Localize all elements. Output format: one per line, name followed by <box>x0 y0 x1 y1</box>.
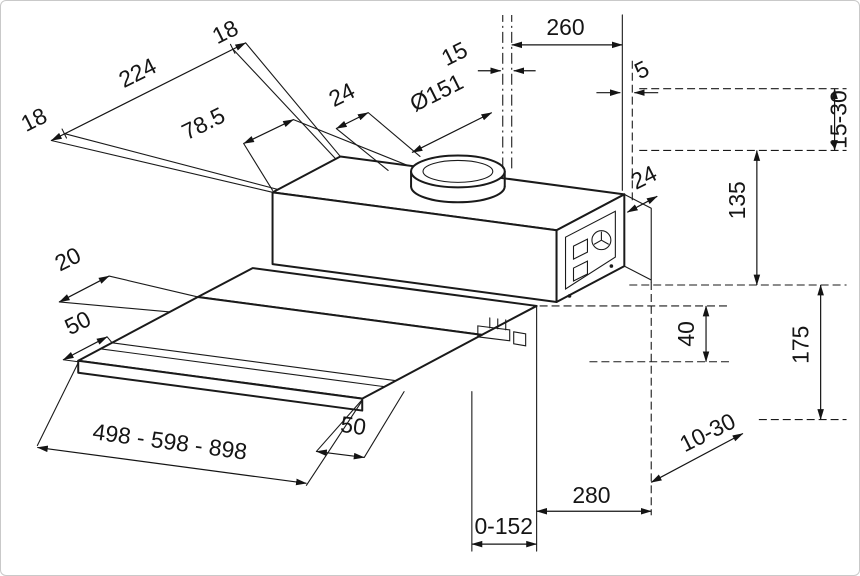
dim-label-224: 224 <box>115 52 161 92</box>
screw-dot <box>567 294 572 298</box>
dim-label-5: 5 <box>630 55 653 84</box>
dim-line <box>58 275 110 303</box>
dim-label-78-5: 78.5 <box>177 102 229 145</box>
visor-front-lip <box>77 359 364 412</box>
dim-0-152: 0-152 <box>471 513 538 548</box>
dim-line <box>626 195 658 213</box>
dim-78-5: 78.5 <box>177 102 294 145</box>
dim-line <box>36 445 307 486</box>
rail-teeth <box>489 317 507 331</box>
screw-dot <box>609 264 614 268</box>
fan-icon <box>591 230 612 251</box>
dim-260: 260 <box>511 14 623 49</box>
dim-line <box>315 449 365 460</box>
dim-line <box>243 119 294 145</box>
hood-structure <box>77 154 652 552</box>
dim-line <box>62 336 108 361</box>
dim-label-10-30: 10-30 <box>675 408 739 457</box>
dim-50-front: 50 <box>315 391 405 460</box>
dim-line <box>650 432 744 483</box>
extension-line <box>232 48 336 159</box>
extension-line <box>63 132 279 190</box>
extension-line <box>58 275 199 313</box>
fan-icon-ring <box>591 230 612 251</box>
duct-base-arc <box>410 185 506 204</box>
dim-label-135: 135 <box>724 181 750 219</box>
extension-line <box>335 112 421 171</box>
dim-280: 280 <box>536 482 652 515</box>
dim-5: 5 <box>596 55 659 96</box>
extension-line <box>243 142 274 191</box>
dim-label-24-corner: 24 <box>626 160 661 195</box>
control-panel-inset <box>564 210 616 290</box>
dim-ticks <box>61 43 236 139</box>
duct-inner-rim <box>422 159 494 183</box>
extension-line <box>62 336 113 363</box>
dim-15: 15 <box>437 36 536 75</box>
extension-line <box>245 42 341 158</box>
dim-label-20: 20 <box>50 242 84 277</box>
extension-line <box>50 139 274 193</box>
dim-label-40: 40 <box>673 321 699 346</box>
switch-button <box>572 238 588 260</box>
dim-135: 135 <box>724 149 761 286</box>
fan-icon-blades <box>593 231 609 245</box>
dim-40: 40 <box>673 305 710 363</box>
dim-175: 175 <box>788 284 824 421</box>
dim-label-15-30: 15-30 <box>826 90 852 149</box>
dim-label-18-front: 18 <box>17 102 51 137</box>
dim-label-0-152: 0-152 <box>474 513 533 539</box>
dim-label-280: 280 <box>572 482 610 508</box>
dim-label-18-rear: 18 <box>208 14 242 49</box>
dim-label-175: 175 <box>788 326 814 364</box>
switch-button <box>572 260 588 282</box>
dim-line <box>411 112 493 154</box>
handle-strip-lines <box>99 342 397 388</box>
dim-line <box>50 42 247 142</box>
extension-line <box>315 391 405 458</box>
dim-duct-diameter: Ø151 <box>406 68 493 154</box>
wall-corner-lines <box>623 193 652 283</box>
dim-label-50-front: 50 <box>339 411 368 440</box>
dim-label-50-side: 50 <box>60 305 94 340</box>
dim-label-260: 260 <box>546 14 584 40</box>
dim-20: 20 <box>50 242 199 313</box>
latch-block <box>513 331 527 347</box>
dim-10-30: 10-30 <box>650 408 744 483</box>
duct-collar <box>410 154 506 204</box>
dim-label-15: 15 <box>437 36 471 71</box>
dim-label-diameter: Ø151 <box>406 68 468 116</box>
dim-15-30: 15-30 <box>826 88 852 152</box>
rail-block <box>477 325 511 342</box>
dim-line <box>335 112 369 130</box>
dim-label-24-duct: 24 <box>325 77 360 112</box>
extension-line <box>36 362 363 486</box>
